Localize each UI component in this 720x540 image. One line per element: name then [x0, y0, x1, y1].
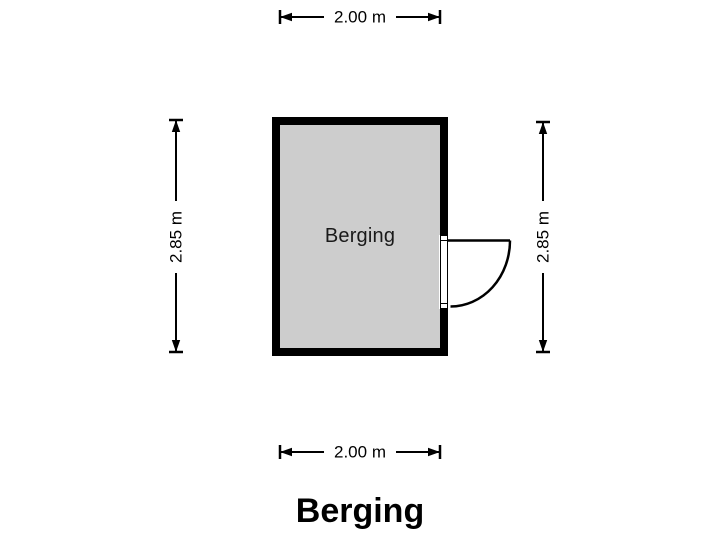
door: [439, 235, 512, 309]
dimension-top-label: 2.00 m: [326, 5, 394, 29]
door-slab: [440, 240, 448, 304]
dimension-left-label: 2.85 m: [164, 203, 188, 271]
door-jamb-bottom: [440, 303, 448, 309]
room-label: Berging: [324, 225, 396, 247]
door-jamb-top: [440, 235, 448, 241]
dimension-right-label: 2.85 m: [531, 203, 555, 271]
room-berging: Berging: [272, 117, 448, 356]
dimension-bottom-label: 2.00 m: [326, 440, 394, 464]
door-swing-arc: [450, 240, 512, 308]
plan-title: Berging: [295, 492, 425, 530]
